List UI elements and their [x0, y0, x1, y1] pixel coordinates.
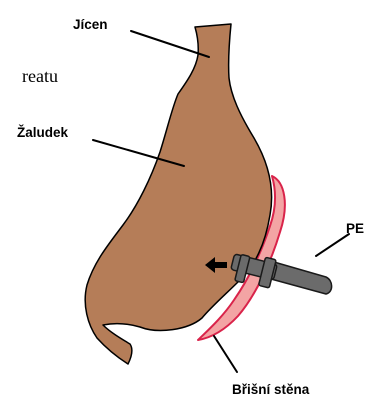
stomach [85, 24, 271, 364]
leader-line-tube [316, 234, 349, 256]
label-esophagus: Jícen [73, 17, 108, 32]
label-abdominal-wall: Břišní stěna [232, 382, 310, 397]
label-tube: PE [346, 221, 364, 236]
leader-line-abdominal-wall [214, 336, 237, 372]
pe-tube [271, 262, 332, 294]
label-stomach: Žaludek [17, 125, 69, 140]
text-fragment: reatu [22, 66, 58, 86]
